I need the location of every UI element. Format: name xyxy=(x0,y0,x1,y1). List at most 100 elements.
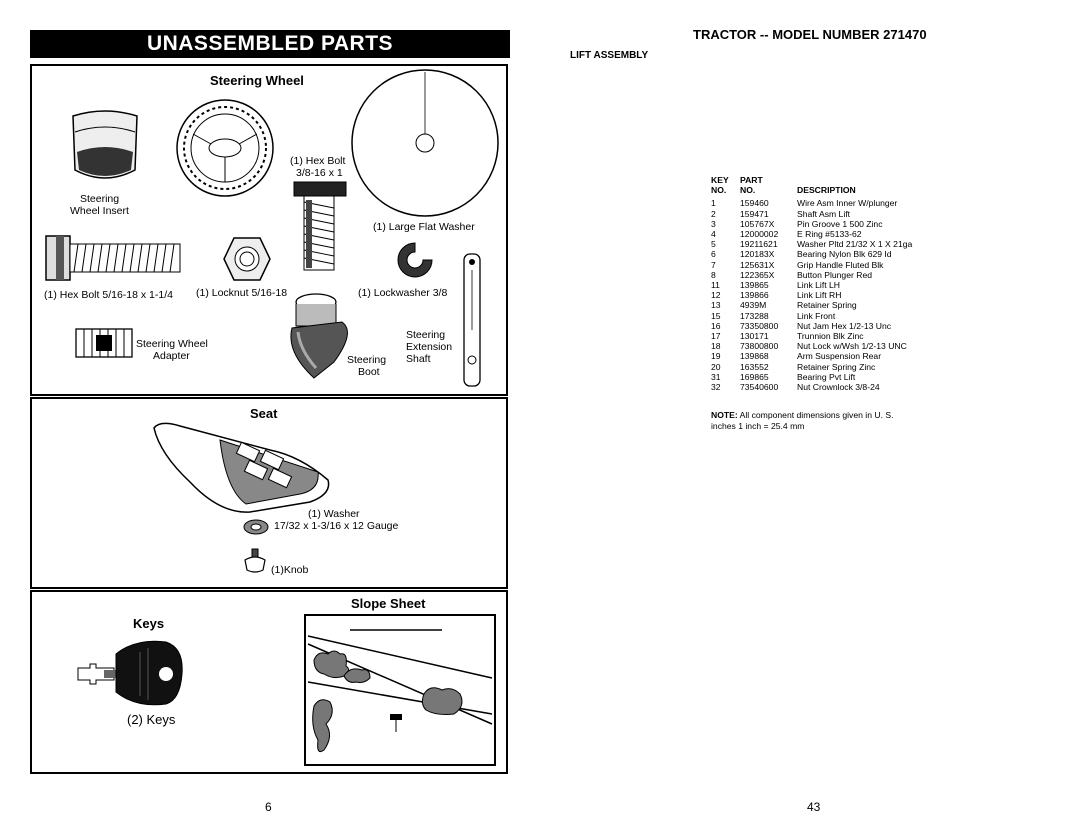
banner-unassembled-parts: UNASSEMBLED PARTS xyxy=(30,30,510,58)
steering-wheel-panel xyxy=(30,64,508,396)
description: Link Lift LH xyxy=(797,280,840,291)
steering-wheel-insert-icon xyxy=(72,110,138,179)
table-header-key-no: NO. xyxy=(711,185,727,196)
part-no: 19211621 xyxy=(740,239,778,250)
table-row: 2 159471 Shaft Asm Lift xyxy=(711,209,912,219)
key-no: 12 xyxy=(711,290,721,301)
description: Bearing Pvt Lift xyxy=(797,371,856,382)
parts-table: KEY PART NO. NO. DESCRIPTION 1 159460 Wire… xyxy=(711,175,912,392)
part-no: 173288 xyxy=(740,310,769,321)
lockwasher-label: (1) Lockwasher 3/8 xyxy=(358,287,448,299)
description: Retainer Spring Zinc xyxy=(797,361,876,372)
hex-bolt-horizontal-icon xyxy=(45,235,181,281)
hex-bolt-left-label: (1) Hex Bolt 5/16-18 x 1-1/4 xyxy=(44,289,173,301)
part-no: 4939M xyxy=(740,300,767,311)
knob-label: (1)Knob xyxy=(271,564,309,576)
description: Washer Pltd 21/32 X 1 X 21ga xyxy=(797,239,913,250)
description: Arm Suspension Rear xyxy=(797,351,882,362)
key-no: 32 xyxy=(711,382,721,393)
large-flat-washer-icon xyxy=(351,69,499,217)
hex-bolt-vertical-icon xyxy=(293,181,347,271)
part-no: 105767X xyxy=(740,218,775,229)
key-no: 5 xyxy=(711,239,716,250)
note-text-2: inches 1 inch = 25.4 mm xyxy=(711,420,805,431)
key-no: 16 xyxy=(711,320,721,331)
steering-wheel-adapter-icon xyxy=(75,328,133,358)
right-page-number: 43 xyxy=(807,800,821,814)
part-no: 139866 xyxy=(740,290,769,301)
part-no: 73540600 xyxy=(740,382,779,393)
key-no: 18 xyxy=(711,341,721,352)
description: Trunnion Blk Zinc xyxy=(797,331,864,342)
slope-sheet-title: Slope Sheet xyxy=(351,596,426,611)
key-no: 2 xyxy=(711,208,716,219)
key-no: 15 xyxy=(711,310,721,321)
note-label: NOTE: xyxy=(711,410,738,420)
key-no: 17 xyxy=(711,331,721,342)
key-no: 1 xyxy=(711,198,716,209)
key-no: 4 xyxy=(711,229,716,240)
key-no: 31 xyxy=(711,371,721,382)
table-row: 4 12000002 E Ring #5133-62 xyxy=(711,229,912,239)
keys-title: Keys xyxy=(133,616,165,631)
part-no: 125631X xyxy=(740,259,775,270)
table-header-blank xyxy=(797,175,912,185)
key-no: 6 xyxy=(711,249,716,260)
seat-icon xyxy=(153,422,330,513)
locknut-label: (1) Locknut 5/16-18 xyxy=(196,287,288,299)
seat-title: Seat xyxy=(250,406,278,421)
part-no: 130171 xyxy=(740,331,769,342)
note-text: All component dimensions given in U. S. xyxy=(739,410,894,420)
description: Wire Asm Inner W/plunger xyxy=(797,198,898,209)
knob-icon xyxy=(244,548,266,573)
steering-insert-label-2: Wheel Insert xyxy=(70,205,129,217)
flat-washer-label: (1) Large Flat Washer xyxy=(373,221,475,233)
lockwasher-icon xyxy=(397,242,433,278)
keys-slope-panel xyxy=(30,590,508,774)
adapter-label-2: Adapter xyxy=(153,350,190,362)
description: Link Front xyxy=(797,310,836,321)
washer-label-1: (1) Washer xyxy=(308,508,360,520)
part-no: 139865 xyxy=(740,280,769,291)
description: Shaft Asm Lift xyxy=(797,208,851,219)
table-header-row: NO. NO. DESCRIPTION xyxy=(711,185,912,195)
table-header-part-no: NO. xyxy=(740,185,756,196)
description: Nut Jam Hex 1/2-13 Unc xyxy=(797,320,892,331)
ext-label-3: Shaft xyxy=(406,353,431,365)
hex-bolt-top-label-2: 3/8-16 x 1 xyxy=(296,167,343,179)
description: Grip Handle Fluted Blk xyxy=(797,259,884,270)
description: Pin Groove 1 500 Zinc xyxy=(797,218,883,229)
steering-extension-shaft-icon xyxy=(463,253,481,387)
table-header-description: DESCRIPTION xyxy=(797,185,856,196)
description: Button Plunger Red xyxy=(797,269,873,280)
description: E Ring #5133-62 xyxy=(797,229,862,240)
right-page-title: TRACTOR -- MODEL NUMBER 271470 xyxy=(693,27,927,42)
table-header-part: PART xyxy=(740,175,763,185)
part-no: 159471 xyxy=(740,208,769,219)
slope-sheet-icon xyxy=(304,614,496,766)
ext-label-2: Extension xyxy=(406,341,453,353)
description: Nut Crownlock 3/8-24 xyxy=(797,382,880,393)
steering-insert-label-1: Steering xyxy=(80,193,120,205)
boot-label-1: Steering xyxy=(347,354,387,366)
table-row: 17 130171 Trunnion Blk Zinc xyxy=(711,331,912,341)
table-header-row: KEY PART xyxy=(711,175,912,185)
part-no: 139868 xyxy=(740,351,769,362)
left-page-number: 6 xyxy=(265,800,272,814)
part-no: 159460 xyxy=(740,198,769,209)
key-no: 20 xyxy=(711,361,721,372)
table-row: 5 19211621 Washer Pltd 21/32 X 1 X 21ga xyxy=(711,239,912,249)
part-no: 12000002 xyxy=(740,229,779,240)
